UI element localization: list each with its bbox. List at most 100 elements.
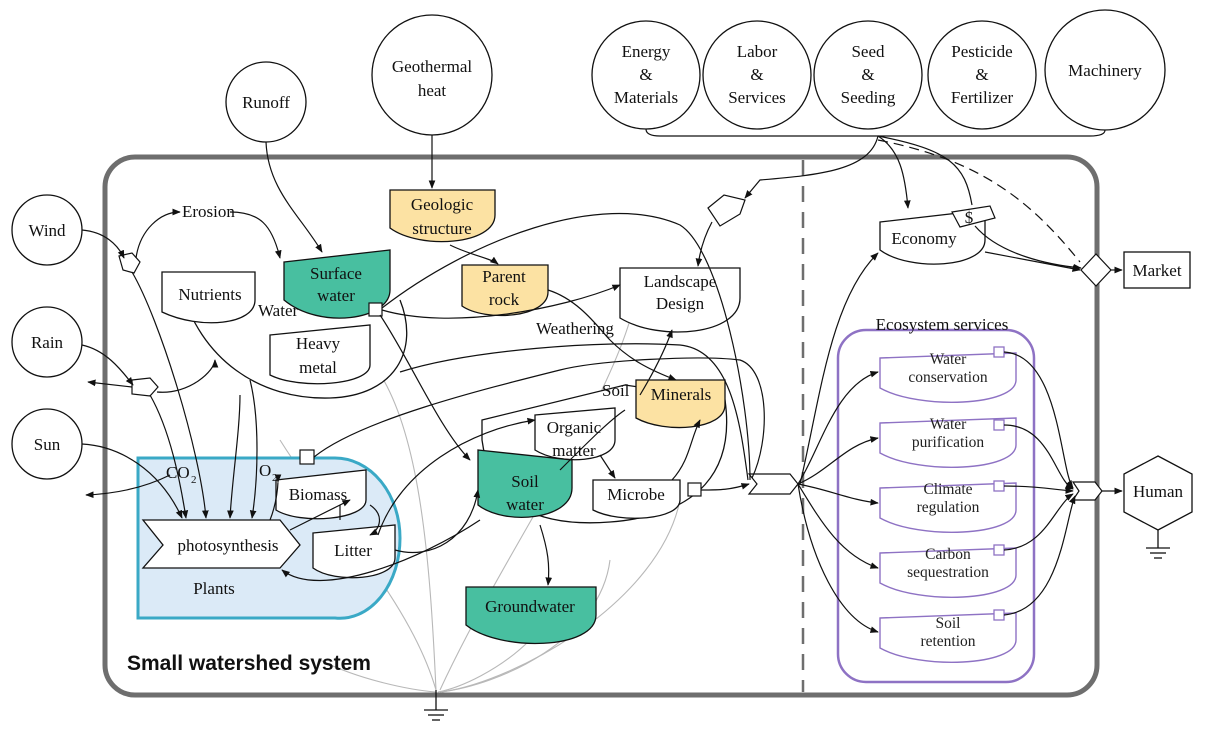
litter-storage [312, 524, 396, 579]
biomass-storage [275, 469, 367, 520]
svg-text:&: & [750, 65, 763, 84]
svg-text:regulation: regulation [917, 499, 980, 516]
nutrients-storage [161, 271, 256, 324]
weathering-label: Weathering [536, 319, 614, 338]
soil-water-storage [477, 449, 573, 518]
market-transaction [1080, 253, 1112, 287]
source-energy-materials: Energy & Materials [591, 20, 701, 130]
geologic-structure-storage [389, 189, 496, 243]
svg-text:Machinery: Machinery [1068, 61, 1142, 80]
energy-flows [81, 135, 1123, 633]
svg-text:Landscape: Landscape [644, 272, 717, 291]
erosion-label: Erosion [182, 202, 235, 221]
svg-text:&: & [861, 65, 874, 84]
svg-text:Carbon: Carbon [925, 546, 971, 563]
service-water-conservation: Water conservation [879, 346, 1017, 403]
svg-text:Seeding: Seeding [841, 88, 896, 107]
svg-text:&: & [975, 65, 988, 84]
svg-text:water: water [317, 286, 355, 305]
svg-text:Seed: Seed [851, 42, 885, 61]
svg-text:Geothermal: Geothermal [392, 57, 473, 76]
landscape-design-storage [619, 267, 741, 333]
soil-label: Soil [602, 381, 630, 400]
svg-text:Human: Human [1133, 482, 1184, 501]
system-title: Small watershed system [127, 652, 371, 675]
system-boundary [102, 154, 1100, 698]
svg-text:Wind: Wind [28, 221, 66, 240]
svg-text:Litter: Litter [334, 541, 372, 560]
svg-text:Design: Design [656, 294, 705, 313]
photosynthesis-process [141, 519, 301, 569]
svg-text:matter: matter [552, 441, 596, 460]
source-seed-seeding: Seed & Seeding [813, 20, 923, 130]
svg-text:&: & [639, 65, 652, 84]
svg-text:Biomass: Biomass [289, 485, 348, 504]
rain-interaction [131, 377, 159, 397]
parent-rock-storage [461, 264, 549, 317]
source-geothermal-heat: Geothermal heat [371, 14, 493, 136]
surface-water-switch [368, 302, 383, 317]
service-soil-retention: Soil retention [879, 609, 1017, 663]
svg-text:Rain: Rain [31, 333, 64, 352]
soil-switch [687, 482, 702, 497]
service-climate-regulation: Climate regulation [879, 480, 1017, 533]
purchased-inputs-bus [645, 128, 1106, 137]
water-label: Water [258, 301, 298, 320]
service-carbon-sequestration: Carbon sequestration [879, 544, 1017, 598]
svg-text:Surface: Surface [310, 264, 362, 283]
svg-text:Energy: Energy [622, 42, 671, 61]
landscape-interaction [707, 194, 746, 227]
svg-text:rock: rock [489, 290, 520, 309]
svg-text:Fertilizer: Fertilizer [951, 88, 1014, 107]
surface-water-storage [283, 249, 391, 319]
human-heat-sink-icon [1146, 530, 1170, 559]
svg-text:conservation: conservation [908, 369, 987, 386]
svg-text:Organic: Organic [547, 418, 602, 437]
organic-matter-storage [534, 407, 616, 461]
svg-text:structure: structure [412, 219, 471, 238]
plants-switch [299, 449, 315, 465]
svg-text:Economy: Economy [891, 229, 957, 248]
svg-text:Soil: Soil [936, 615, 961, 632]
nutrients-label: Nutrients [178, 285, 241, 304]
plants-label: Plants [193, 579, 235, 598]
source-rain: Rain [11, 306, 83, 378]
svg-text:Services: Services [728, 88, 786, 107]
svg-text:Climate: Climate [923, 481, 972, 498]
svg-text:Runoff: Runoff [242, 93, 290, 112]
svg-text:Microbe: Microbe [607, 485, 665, 504]
svg-text:water: water [506, 495, 544, 514]
service-water-purification: Water purification [879, 416, 1017, 468]
human-interaction [1071, 481, 1103, 501]
svg-text:Sun: Sun [34, 435, 61, 454]
heavy-metal-storage [269, 324, 371, 385]
co2-subscript: 2 [191, 474, 197, 486]
svg-text:photosynthesis: photosynthesis [177, 536, 278, 555]
svg-text:Minerals: Minerals [651, 385, 711, 404]
svg-text:metal: metal [299, 358, 337, 377]
o2-subscript: 2 [272, 472, 278, 484]
svg-text:sequestration: sequestration [907, 564, 989, 581]
ecosystem-interaction [747, 473, 799, 495]
source-sun: Sun [11, 408, 83, 480]
svg-text:Materials: Materials [614, 88, 678, 107]
svg-text:Groundwater: Groundwater [485, 597, 575, 616]
ecosystem-services-region [836, 328, 1036, 684]
groundwater-storage [465, 586, 597, 645]
o2-label: O [259, 461, 271, 480]
microbe-storage [592, 479, 681, 519]
svg-text:Pesticide: Pesticide [951, 42, 1012, 61]
svg-text:retention: retention [920, 633, 975, 650]
svg-text:Parent: Parent [482, 267, 526, 286]
svg-text:Geologic: Geologic [411, 195, 474, 214]
source-machinery: Machinery [1044, 9, 1166, 131]
system-heat-sink-icon [424, 690, 448, 721]
svg-text:Water: Water [930, 416, 967, 433]
source-runoff: Runoff [225, 61, 307, 143]
source-labor-services: Labor & Services [702, 20, 812, 130]
svg-text:purification: purification [912, 434, 985, 451]
svg-text:$: $ [965, 208, 974, 227]
dollar-transaction [951, 205, 996, 228]
ecosystem-services-title: Ecosystem services [876, 315, 1009, 334]
